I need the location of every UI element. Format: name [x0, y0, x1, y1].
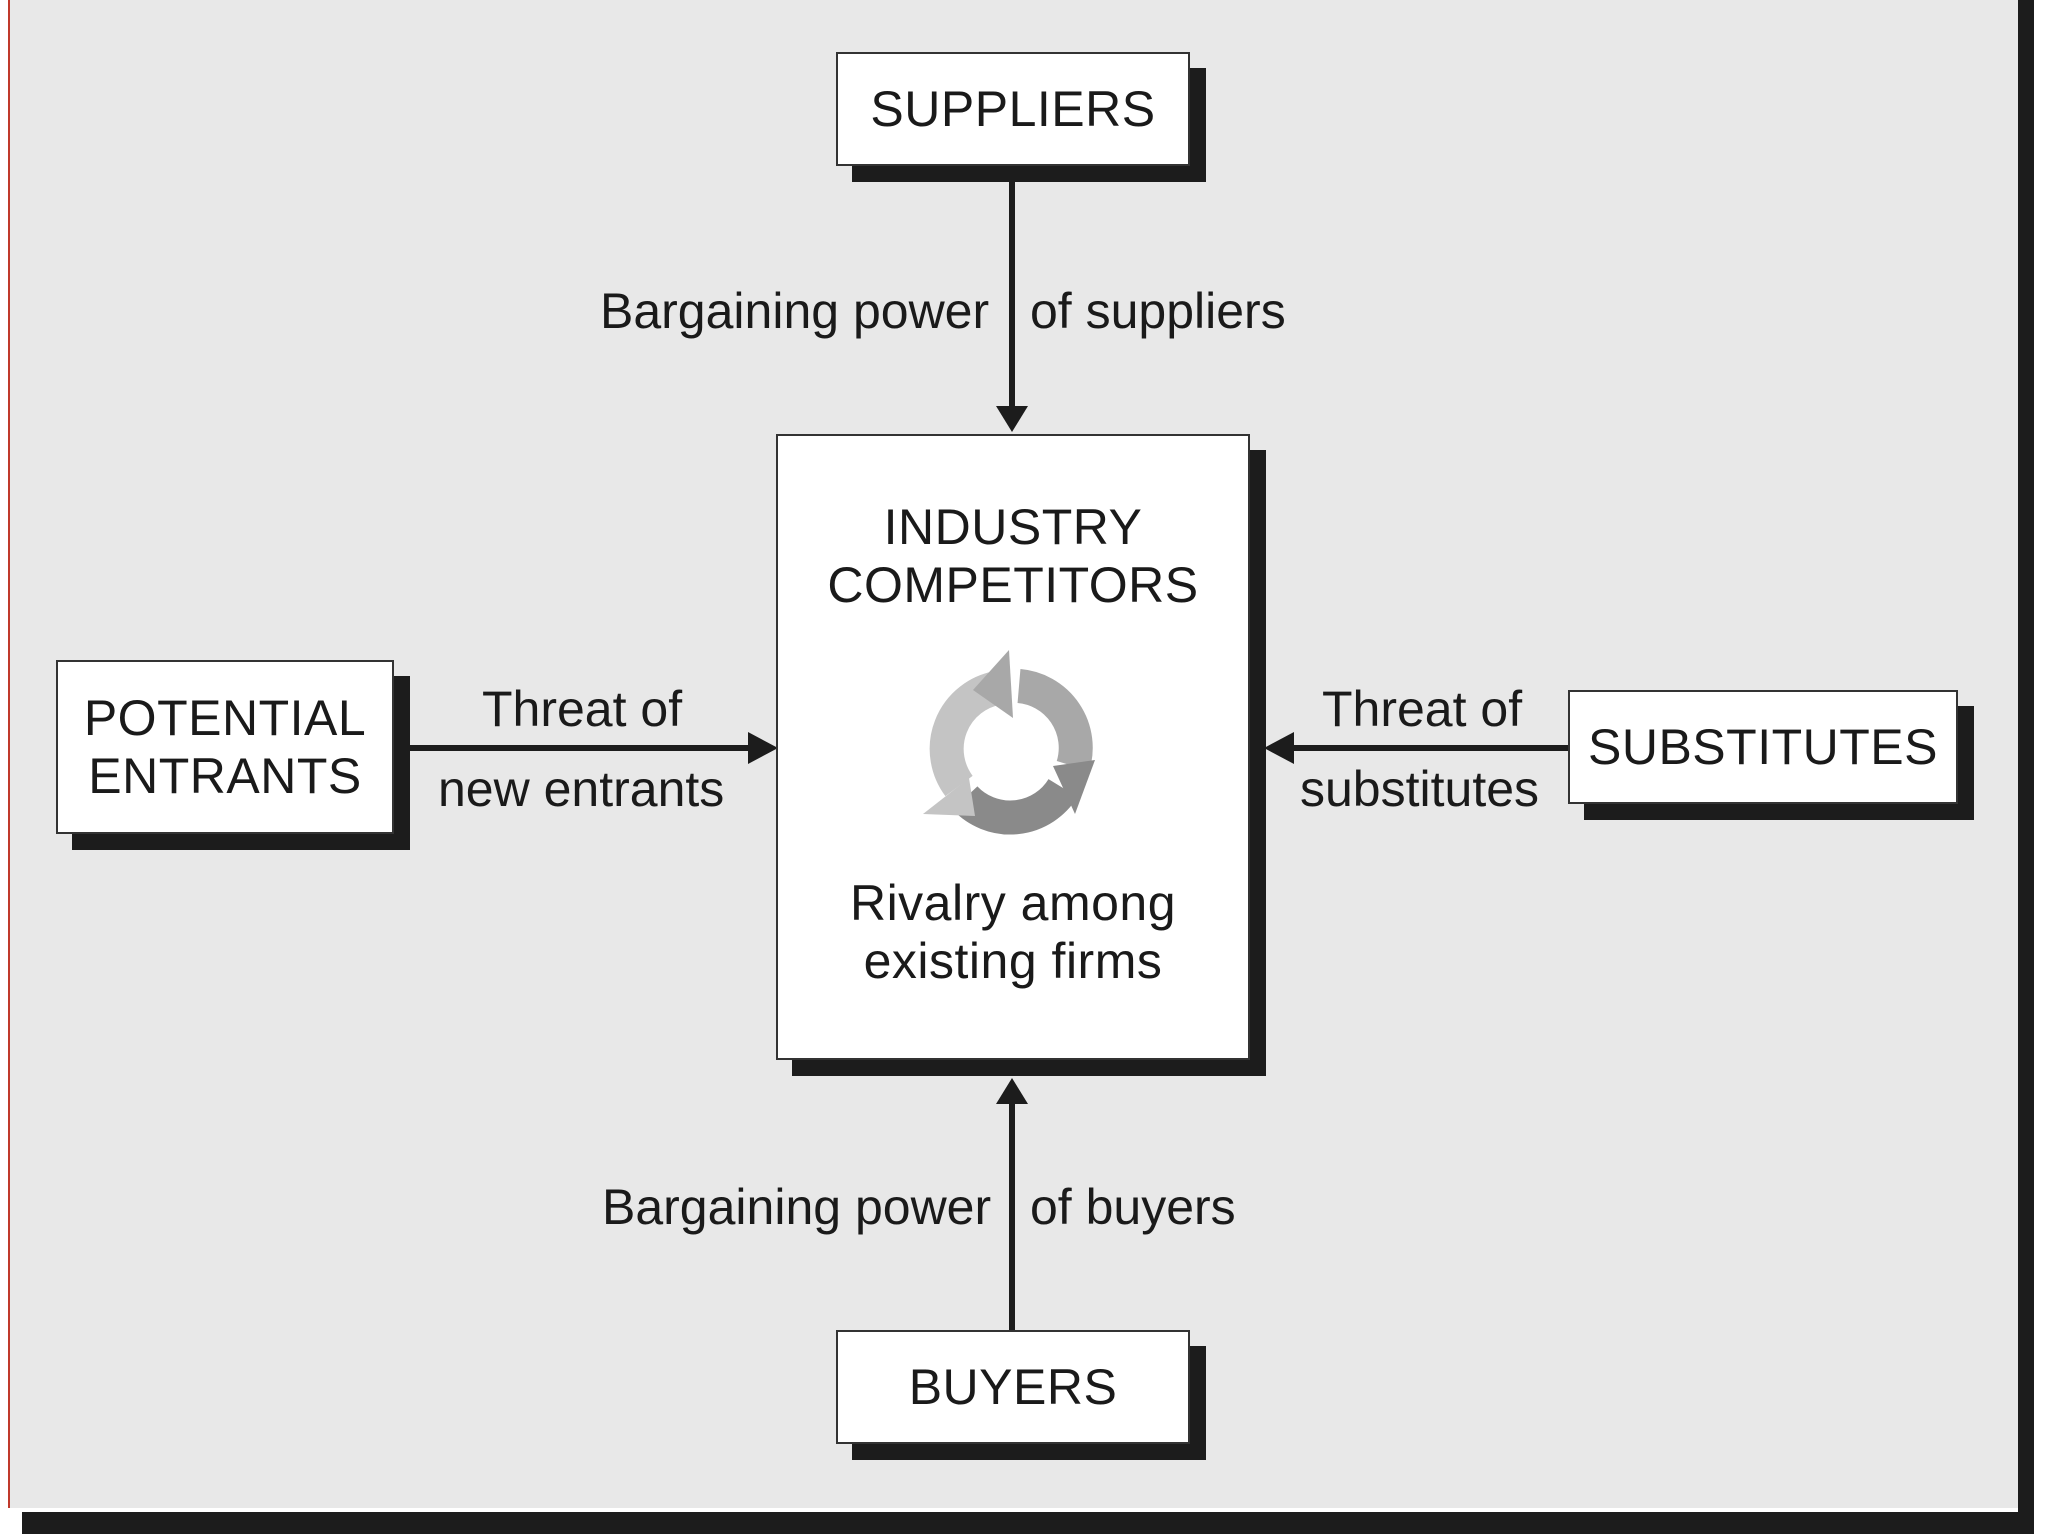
substitutes-threat-label-bottom: substitutes: [1300, 761, 1540, 817]
potential-entrants-box: POTENTIAL ENTRANTS: [56, 660, 394, 834]
buyers-box: BUYERS: [836, 1330, 1190, 1444]
substitutes-threat-label-top: Threat of: [1322, 681, 1523, 737]
suppliers-arrow-head: [996, 406, 1028, 432]
entrants-threat-label-top: Threat of: [482, 681, 683, 737]
suppliers-title: SUPPLIERS: [870, 81, 1156, 137]
potential-entrants-title-line1: POTENTIAL: [83, 690, 367, 746]
industry-title-line2: COMPETITORS: [827, 557, 1199, 613]
entrants-threat-label-bottom: new entrants: [438, 761, 725, 817]
frame-shadow-bottom: [22, 1512, 2034, 1534]
substitutes-box: SUBSTITUTES: [1568, 690, 1958, 804]
suppliers-power-label-right: of suppliers: [1030, 283, 1286, 339]
buyers-power-label-left: Bargaining power: [602, 1179, 992, 1235]
industry-competitors-box: INDUSTRY COMPETITORS Rivalry among exist…: [776, 434, 1250, 1060]
substitutes-arrow-head: [1264, 732, 1294, 764]
buyers-arrow-head: [996, 1078, 1028, 1104]
recycle-cycle-icon: [923, 650, 1095, 835]
entrants-arrow-head: [748, 732, 778, 764]
substitutes-title: SUBSTITUTES: [1588, 719, 1938, 775]
suppliers-power-label-left: Bargaining power: [600, 283, 990, 339]
frame-shadow-right: [2018, 0, 2034, 1534]
rivalry-label-line2: existing firms: [863, 933, 1163, 989]
buyers-power-label-right: of buyers: [1030, 1179, 1236, 1235]
potential-entrants-title-line2: ENTRANTS: [88, 748, 362, 804]
buyers-title: BUYERS: [908, 1359, 1118, 1415]
suppliers-box: SUPPLIERS: [836, 52, 1190, 166]
rivalry-label-line1: Rivalry among: [849, 875, 1177, 931]
industry-title-line1: INDUSTRY: [883, 499, 1143, 555]
